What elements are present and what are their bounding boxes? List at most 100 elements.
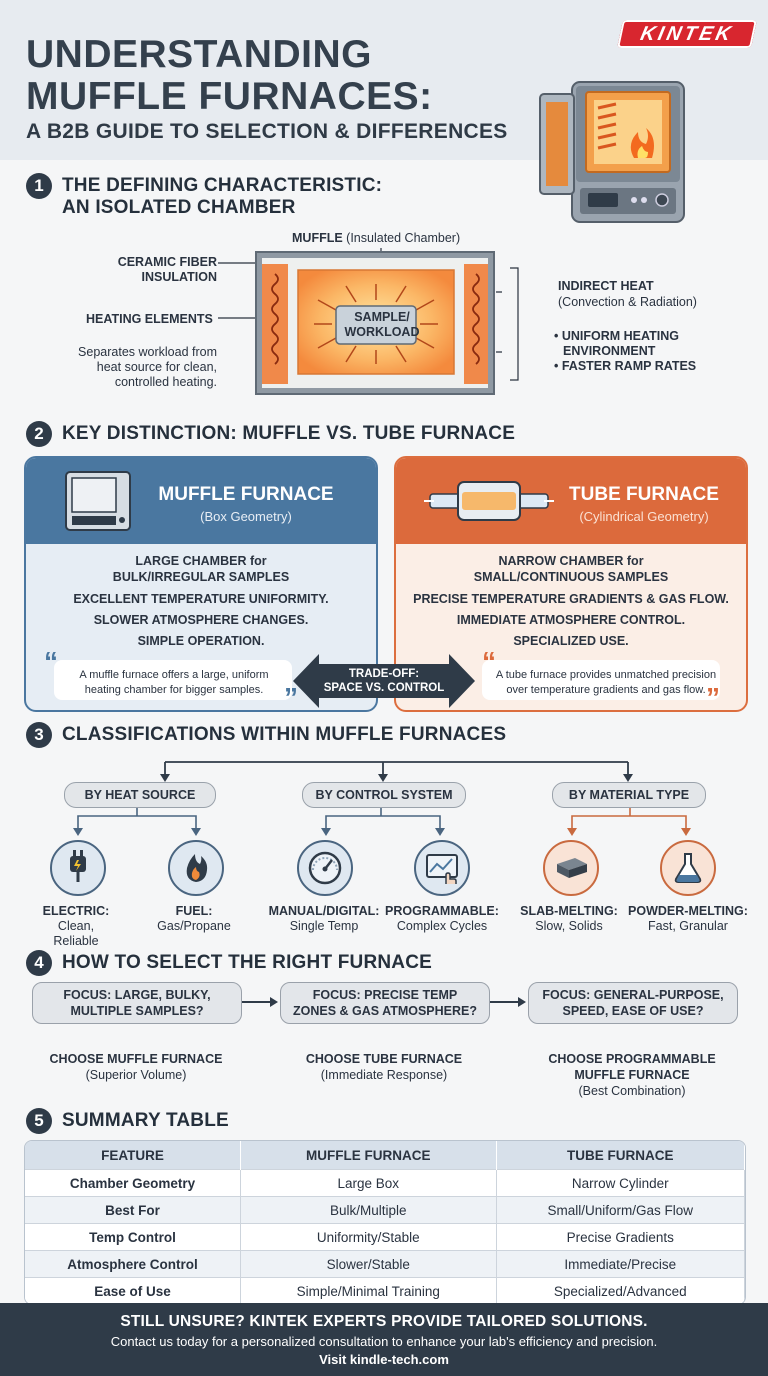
furnace-illustration <box>539 81 685 223</box>
choice-programmable: CHOOSE PROGRAMMABLE MUFFLE FURNACE (Best… <box>526 1051 738 1099</box>
box-furnace-icon <box>65 471 131 531</box>
electric-option <box>50 840 106 896</box>
focus-1-line-1: FOCUS: LARGE, BULKY, <box>63 988 211 1002</box>
table-cell: Simple/Minimal Training <box>240 1277 497 1304</box>
sample-label-line-1: SAMPLE/ <box>354 310 410 324</box>
table-cell: Precise Gradients <box>496 1223 745 1251</box>
section-3-title: CLASSIFICATIONS WITHIN MUFFLE FURNACES <box>62 724 507 745</box>
isolation-note-line-3: controlled heating. <box>114 375 217 389</box>
bullet-dot: • <box>554 329 562 343</box>
tube-quote-line-1: A tube furnace provides unmatched precis… <box>495 669 717 681</box>
slab-melting-sub: Slow, Solids <box>535 919 603 933</box>
section-4-title: HOW TO SELECT THE RIGHT FURNACE <box>62 952 433 973</box>
table-row: Atmosphere Control Slower/Stable Immedia… <box>25 1250 745 1278</box>
open-quote-icon: “ <box>482 646 496 677</box>
focus-2-line-2: ZONES & GAS ATMOSPHERE? <box>292 1004 478 1018</box>
muffle-quote-line-2: heating chamber for bigger samples. <box>84 684 264 696</box>
choice-3-reason: (Best Combination) <box>578 1084 686 1098</box>
column-header-tube: TUBE FURNACE <box>496 1141 745 1170</box>
isolation-note-line-1: Separates workload from <box>78 345 217 359</box>
electric-sub: Clean, Reliable <box>53 919 99 948</box>
table-cell: Uniformity/Stable <box>240 1223 497 1251</box>
muffle-quote-line-1: A muffle furnace offers a large, uniform <box>79 669 269 681</box>
choice-1-reason: (Superior Volume) <box>85 1068 187 1082</box>
table-cell: Immediate/Precise <box>496 1250 745 1278</box>
choice-1-title: CHOOSE MUFFLE FURNACE <box>49 1052 223 1066</box>
column-header-feature: FEATURE <box>25 1141 241 1170</box>
close-quote-icon: ” <box>706 682 720 712</box>
tradeoff-label: TRADE-OFF: SPACE VS. CONTROL <box>318 667 450 695</box>
slab-melting-option <box>543 840 599 896</box>
muffle-quote-box <box>54 660 292 700</box>
table-cell: Slower/Stable <box>240 1250 497 1278</box>
indirect-heat-sub: (Convection & Radiation) <box>558 295 697 309</box>
benefit-2: FASTER RAMP RATES <box>561 359 697 373</box>
insulation-label-line-2: INSULATION <box>141 270 217 284</box>
table-cell: Specialized/Advanced <box>496 1277 745 1304</box>
table-cell: Small/Uniform/Gas Flow <box>496 1196 745 1224</box>
flame-icon <box>186 854 208 882</box>
footer-contact-line: Contact us today for a personalized cons… <box>110 1334 658 1349</box>
tube-furnace-panel: TUBE FURNACE (Cylindrical Geometry) NARR… <box>394 456 748 712</box>
section-number-2: 2 <box>26 421 52 447</box>
tube-line-2: SMALL/CONTINUOUS SAMPLES <box>473 570 669 584</box>
table-cell: Atmosphere Control <box>25 1250 241 1278</box>
tube-quote: A tube furnace provides unmatched precis… <box>486 668 726 698</box>
powder-melting-caption: POWDER-MELTING: Fast, Granular <box>626 904 750 934</box>
section-2-title: KEY DISTINCTION: MUFFLE VS. TUBE FURNACE <box>62 423 516 444</box>
footer-headline: STILL UNSURE? KINTEK EXPERTS PROVIDE TAI… <box>120 1313 648 1330</box>
section-number-3: 3 <box>26 722 52 748</box>
table-cell: Ease of Use <box>25 1277 241 1304</box>
benefit-1-line-2: ENVIRONMENT <box>563 344 656 358</box>
sample-workload-label: SAMPLE/ WORKLOAD <box>336 310 428 340</box>
choice-2-title: CHOOSE TUBE FURNACE <box>305 1052 463 1066</box>
section-1-title-line-2: AN ISOLATED CHAMBER <box>62 197 296 218</box>
page-subtitle: A B2B GUIDE TO SELECTION & DIFFERENCES <box>26 120 508 143</box>
section-1-title-line-1: THE DEFINING CHARACTERISTIC: <box>62 175 383 196</box>
focus-box-precision: FOCUS: PRECISE TEMP ZONES & GAS ATMOSPHE… <box>280 982 490 1024</box>
benefit-1-line-1: UNIFORM HEATING <box>561 329 679 343</box>
fuel-title: FUEL: <box>175 904 213 918</box>
choice-tube: CHOOSE TUBE FURNACE (Immediate Response) <box>278 1051 490 1083</box>
tube-line-1: NARROW CHAMBER for <box>498 554 644 568</box>
arrow-right-icon <box>242 997 278 1007</box>
group-heat-source: BY HEAT SOURCE <box>64 782 216 808</box>
tube-quote-line-2: over temperature gradients and gas flow. <box>506 684 706 696</box>
table-cell: Chamber Geometry <box>25 1169 241 1197</box>
chamber-diagram <box>218 248 519 395</box>
muffle-label-rest: (Insulated Chamber) <box>346 231 461 245</box>
table-row: Best For Bulk/Multiple Small/Uniform/Gas… <box>25 1196 745 1224</box>
group-material-type: BY MATERIAL TYPE <box>552 782 706 808</box>
section-number-1: 1 <box>26 173 52 199</box>
isolation-note: Separates workload from heat source for … <box>40 345 217 390</box>
muffle-line-2: BULK/IRREGULAR SAMPLES <box>112 570 290 584</box>
classification-connectors <box>73 761 691 836</box>
bullet-dot: • <box>554 359 562 373</box>
flask-icon <box>674 853 702 883</box>
section-5-title: SUMMARY TABLE <box>62 1110 229 1131</box>
programmable-title: PROGRAMMABLE: <box>385 904 499 918</box>
table-row: Temp Control Uniformity/Stable Precise G… <box>25 1223 745 1251</box>
muffle-label: MUFFLE (Insulated Chamber) <box>292 231 460 246</box>
kintek-logo[interactable]: KINTEK <box>617 20 757 48</box>
tube-line-5: SPECIALIZED USE. <box>513 634 629 648</box>
touchscreen-icon <box>426 854 458 884</box>
manual-digital-sub: Single Temp <box>289 919 359 933</box>
focus-box-general: FOCUS: GENERAL-PURPOSE, SPEED, EASE OF U… <box>528 982 738 1024</box>
summary-table: FEATURE MUFFLE FURNACE TUBE FURNACE Cham… <box>25 1141 745 1304</box>
section-number-5: 5 <box>26 1108 52 1134</box>
indirect-heat-block: INDIRECT HEAT (Convection & Radiation) <box>558 279 697 310</box>
focus-3-line-1: FOCUS: GENERAL-PURPOSE, <box>542 988 724 1002</box>
table-header-row: FEATURE MUFFLE FURNACE TUBE FURNACE <box>25 1141 745 1170</box>
muffle-line-5: SIMPLE OPERATION. <box>137 634 265 648</box>
insulation-label-line-1: CERAMIC FIBER <box>117 255 217 269</box>
muffle-panel-title: MUFFLE FURNACE <box>158 484 334 505</box>
powder-melting-sub: Fast, Granular <box>648 919 728 933</box>
muffle-line-3: EXCELLENT TEMPERATURE UNIFORMITY. <box>73 592 329 606</box>
muffle-line-1: LARGE CHAMBER for <box>135 554 267 568</box>
choice-3-title-line-2: MUFFLE FURNACE <box>574 1068 690 1082</box>
muffle-label-bold: MUFFLE <box>292 231 343 245</box>
choice-muffle: CHOOSE MUFFLE FURNACE (Superior Volume) <box>30 1051 242 1083</box>
footer-website-link[interactable]: Visit kindle-tech.com <box>319 1352 449 1367</box>
page-title: UNDERSTANDING MUFFLE FURNACES: <box>26 34 433 118</box>
